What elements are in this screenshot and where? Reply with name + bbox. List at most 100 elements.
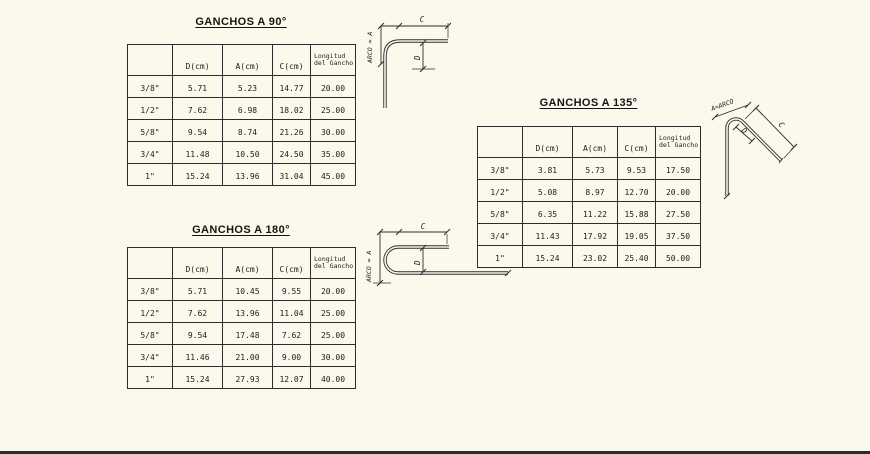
table-cell: 11.48 <box>172 141 223 164</box>
table-cell: 17.50 <box>655 157 701 180</box>
table-cell: 17.92 <box>572 223 618 246</box>
table-cell: 30.00 <box>310 119 356 142</box>
column-header: Longitud del Gancho <box>655 126 701 158</box>
row-label: 3/4" <box>127 344 173 367</box>
table-cell: 12.07 <box>272 366 311 389</box>
row-label: 1" <box>127 366 173 389</box>
table-cell: 15.24 <box>172 366 223 389</box>
d-dimension-label: D <box>413 260 422 266</box>
table-cell: 11.04 <box>272 300 311 323</box>
column-header <box>127 247 173 279</box>
row-label: 3/8" <box>477 157 523 180</box>
table-cell: 15.24 <box>172 163 223 186</box>
table-cell: 5.08 <box>522 179 573 202</box>
table-cell: 25.00 <box>310 97 356 120</box>
row-label: 5/8" <box>477 201 523 224</box>
arc-dimension-label: ARCO = A <box>366 32 374 64</box>
table-cell: 45.00 <box>310 163 356 186</box>
table-cell: 9.54 <box>172 119 223 142</box>
c-dimension-label: C <box>421 222 426 231</box>
table-cell: 5.23 <box>222 75 273 98</box>
table-cell: 30.00 <box>310 344 356 367</box>
table-cell: 6.98 <box>222 97 273 120</box>
hook-90-diagram: C ARCO = A D <box>366 15 452 108</box>
table-cell: 40.00 <box>310 366 356 389</box>
row-label: 3/8" <box>127 278 173 301</box>
table-cell: 50.00 <box>655 245 701 268</box>
row-label: 1/2" <box>477 179 523 202</box>
column-header: Longitud del Gancho <box>310 44 356 76</box>
table-cell: 9.54 <box>172 322 223 345</box>
table-cell: 5.73 <box>572 157 618 180</box>
table-cell: 23.02 <box>572 245 618 268</box>
table-title-ganchos-180: GANCHOS A 180° <box>192 224 290 236</box>
table-cell: 21.00 <box>222 344 273 367</box>
table-cell: 7.62 <box>272 322 311 345</box>
column-header: Longitud del Gancho <box>310 247 356 279</box>
table-cell: 12.70 <box>617 179 656 202</box>
d-dimension-label: D <box>739 125 749 136</box>
table-cell: 18.02 <box>272 97 311 120</box>
row-label: 1" <box>477 245 523 268</box>
table-cell: 7.62 <box>172 300 223 323</box>
table-cell: 9.55 <box>272 278 311 301</box>
row-label: 3/4" <box>127 141 173 164</box>
table-cell: 20.00 <box>310 278 356 301</box>
row-label: 1/2" <box>127 300 173 323</box>
table-cell: 25.00 <box>310 300 356 323</box>
column-header: C(cm) <box>617 126 656 158</box>
table-cell: 6.35 <box>522 201 573 224</box>
row-label: 1" <box>127 163 173 186</box>
table-cell: 13.96 <box>222 300 273 323</box>
table-cell: 37.50 <box>655 223 701 246</box>
bent-bar-135 <box>725 117 783 196</box>
table-cell: 25.40 <box>617 245 656 268</box>
table-cell: 17.48 <box>222 322 273 345</box>
table-cell: 19.05 <box>617 223 656 246</box>
table-cell: 11.43 <box>522 223 573 246</box>
table-cell: 8.74 <box>222 119 273 142</box>
column-header: C(cm) <box>272 44 311 76</box>
column-header: D(cm) <box>172 247 223 279</box>
hook-135-diagram: A=ARCO D C <box>709 97 798 200</box>
table-cell: 10.45 <box>222 278 273 301</box>
column-header <box>127 44 173 76</box>
table-cell: 5.71 <box>172 278 223 301</box>
table-cell: 14.77 <box>272 75 311 98</box>
column-header: D(cm) <box>522 126 573 158</box>
row-label: 5/8" <box>127 322 173 345</box>
c-dimension-label: C <box>420 15 425 24</box>
column-header: A(cm) <box>572 126 618 158</box>
table-cell: 20.00 <box>310 75 356 98</box>
d-dimension-label: D <box>413 55 422 61</box>
table-cell: 15.88 <box>617 201 656 224</box>
table-title-ganchos-135: GANCHOS A 135° <box>539 97 638 109</box>
table-cell: 20.00 <box>655 179 701 202</box>
table-cell: 15.24 <box>522 245 573 268</box>
sheet-bottom-border <box>0 451 870 454</box>
table-cell: 9.53 <box>617 157 656 180</box>
table-cell: 27.93 <box>222 366 273 389</box>
row-label: 5/8" <box>127 119 173 142</box>
column-header: A(cm) <box>222 44 273 76</box>
c-dimension-label: C <box>777 120 787 130</box>
table-cell: 21.26 <box>272 119 311 142</box>
table-cell: 7.62 <box>172 97 223 120</box>
column-header: D(cm) <box>172 44 223 76</box>
table-cell: 8.97 <box>572 179 618 202</box>
table-cell: 11.46 <box>172 344 223 367</box>
table-cell: 31.04 <box>272 163 311 186</box>
arc-dimension-label: ARCO = A <box>365 251 373 283</box>
